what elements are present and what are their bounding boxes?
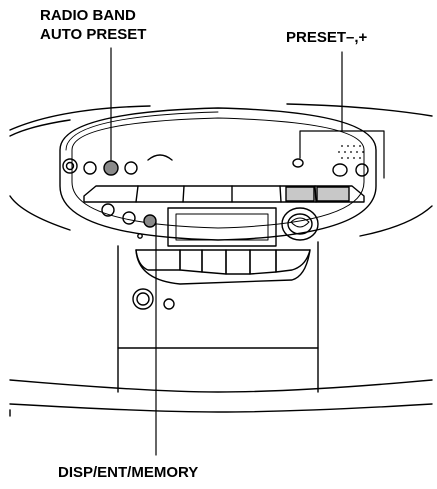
jog-dial[interactable] (281, 207, 319, 241)
leader-lines (110, 47, 385, 456)
lower-cabinet (117, 241, 319, 393)
control-deck (59, 107, 377, 241)
top-button-1[interactable] (83, 161, 97, 175)
radio-band-auto-preset-button[interactable] (103, 160, 119, 176)
preset-indicator-left (292, 158, 304, 168)
top-controls (62, 154, 369, 177)
lower-controls (101, 203, 157, 239)
disp-ent-memory-label: DISP/ENT/MEMORY (58, 464, 199, 481)
button-lower-1[interactable] (101, 203, 115, 217)
body-outline (9, 103, 433, 417)
speaker-grille (338, 145, 364, 159)
button-lower-2[interactable] (122, 211, 136, 225)
tape-keys (135, 249, 311, 285)
cd-button-strip (83, 185, 365, 203)
radio-band-label-line2: AUTO PRESET (40, 26, 147, 43)
preset-minus-button[interactable] (285, 186, 315, 202)
preset-plus-button[interactable] (316, 186, 350, 202)
top-button-3[interactable] (124, 161, 138, 175)
headphone-jack[interactable] (132, 288, 154, 310)
small-jack[interactable] (163, 298, 175, 310)
radio-band-auto-preset-label: RADIO BAND AUTO PRESET (40, 6, 146, 44)
display-window (167, 207, 277, 247)
preset-label: PRESET–,+ (286, 29, 368, 46)
tape-key-4[interactable] (225, 249, 251, 275)
tape-key-3[interactable] (201, 249, 227, 275)
indicator-led (137, 233, 143, 239)
top-button-4[interactable] (147, 154, 173, 161)
tape-key-5[interactable] (249, 249, 277, 275)
power-knob[interactable] (62, 158, 78, 174)
tape-key-2[interactable] (179, 249, 203, 273)
preset-button-right[interactable] (355, 163, 369, 177)
disp-ent-memory-button[interactable] (143, 214, 157, 228)
preset-button-center[interactable] (332, 163, 348, 177)
radio-band-label-line1: RADIO BAND (40, 7, 136, 24)
leader-preset-bracket (299, 130, 385, 179)
tape-key-1[interactable] (135, 249, 181, 271)
